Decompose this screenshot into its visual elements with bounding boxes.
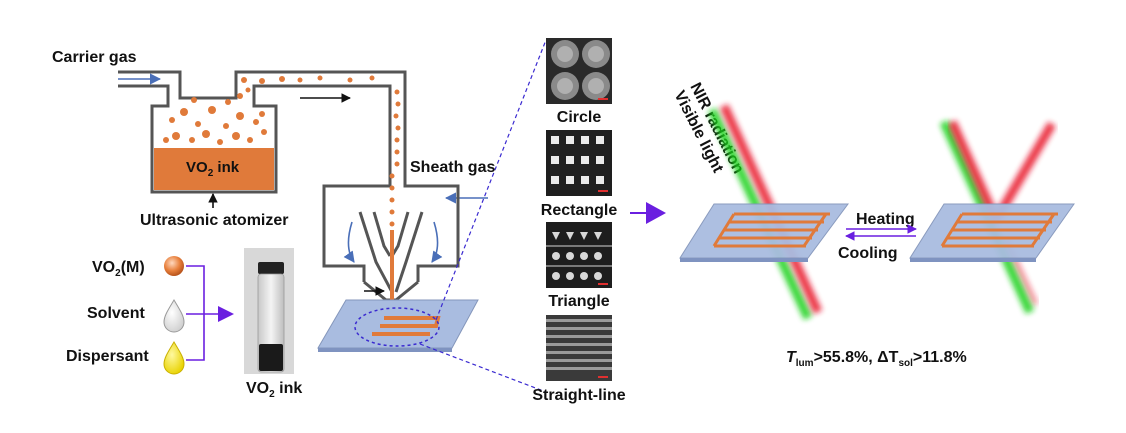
vo2-ink-vial-label: VO2 ink <box>246 380 302 400</box>
pattern-label-circle: Circle <box>557 109 602 126</box>
film-sample-cool-edge <box>680 258 808 262</box>
droplet-icon <box>163 299 185 333</box>
ink-droplets <box>163 75 401 167</box>
zoom-line-top <box>435 39 547 321</box>
mix-arrow-icon <box>218 306 234 322</box>
carrier-gas-label: Carrier gas <box>52 49 137 66</box>
heating-label: Heating <box>856 211 915 228</box>
pattern-circle-image <box>546 38 612 104</box>
vo2m-label: VO2(M) <box>92 259 145 279</box>
solvent-label: Solvent <box>87 305 145 322</box>
vo2-ink-reservoir <box>154 148 274 190</box>
ultrasonic-atomizer-label: Ultrasonic atomizer <box>140 212 288 229</box>
pattern-rectangle-image <box>546 130 612 196</box>
film-sample-hot-edge <box>910 258 1036 262</box>
arrow-right-icon <box>646 202 666 224</box>
film-pattern-cool <box>712 212 830 248</box>
pattern-label-rectangle: Rectangle <box>541 202 618 219</box>
vial-cap <box>258 262 284 274</box>
vo2-ink-tank-label: VO2 ink <box>186 159 240 179</box>
atomizer-vessel <box>118 70 407 194</box>
pattern-label-straight-line: Straight-line <box>532 387 625 404</box>
zoom-line-bottom <box>419 343 547 393</box>
sheath-gas-label: Sheath gas <box>410 159 495 176</box>
sheath-flow-right-arrow-icon <box>431 221 443 263</box>
cooling-label: Cooling <box>838 245 898 262</box>
pattern-triangle-image <box>546 222 612 288</box>
sheath-flow-left-arrow-icon <box>343 221 355 263</box>
dispersant-label: Dispersant <box>66 348 149 365</box>
zoom-circle <box>354 307 440 347</box>
substrate-edge <box>318 348 452 352</box>
vial-ink <box>259 344 283 371</box>
mixing-bracket <box>186 265 218 361</box>
sphere-icon <box>164 256 184 276</box>
nozzle-stream <box>389 173 395 318</box>
pattern-label-triangle: Triangle <box>548 293 609 310</box>
performance-metrics: Tlum>55.8%, ΔTsol>11.8% <box>786 349 967 369</box>
pattern-straight-line-image <box>546 315 612 381</box>
film-pattern-hot <box>940 212 1058 248</box>
deposition-head <box>322 170 460 302</box>
dispersant-droplet-icon <box>163 341 185 375</box>
